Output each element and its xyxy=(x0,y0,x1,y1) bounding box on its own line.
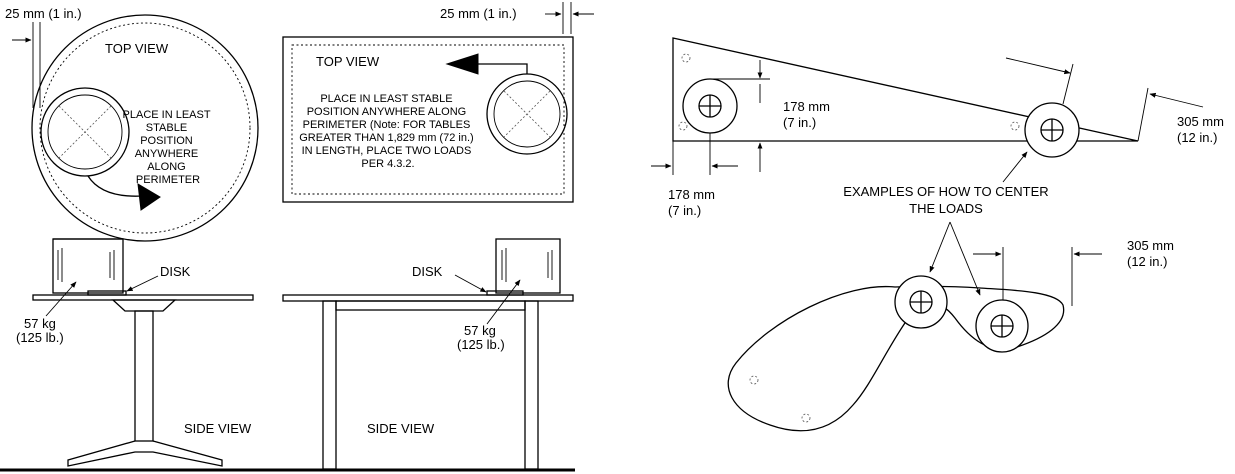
round-side-view-label: SIDE VIEW xyxy=(184,421,252,436)
rect-side-tabletop xyxy=(282,294,574,302)
irregular-table: 305 mm (12 in.) xyxy=(727,238,1174,432)
round-table-outline xyxy=(31,14,259,242)
rect-load-disk-inner xyxy=(493,80,561,148)
rect-side-apron xyxy=(335,300,526,311)
dim-305-bottom-in: (12 in.) xyxy=(1127,254,1167,269)
round-perimeter-arrow-shaft xyxy=(87,175,143,197)
rect-side-load-box xyxy=(495,238,561,294)
rect-load-kg: 57 kg xyxy=(464,323,496,338)
round-side-base xyxy=(67,440,223,467)
round-load-lb: (125 lb.) xyxy=(16,330,64,345)
triangular-table: 178 mm (7 in.) 178 mm (7 in.) 305 mm (12… xyxy=(651,37,1224,218)
round-load-kg: 57 kg xyxy=(24,316,56,331)
dim-305-bottom-mm: 305 mm xyxy=(1127,238,1174,253)
round-table-top-view: 25 mm (1 in.) TOP VIEW PLACE IN LEAST ST… xyxy=(5,6,259,242)
rect-side-view-label: SIDE VIEW xyxy=(367,421,435,436)
rect-top-view-label: TOP VIEW xyxy=(316,54,380,69)
round-disk-label: DISK xyxy=(160,264,191,279)
rect-direction-arrowhead xyxy=(445,53,479,75)
round-side-pedestal xyxy=(134,310,154,442)
round-side-tabletop xyxy=(32,294,254,301)
round-table-inner-perimeter xyxy=(39,22,251,234)
round-load-disk-inner xyxy=(47,94,123,170)
round-dim-label: 25 mm (1 in.) xyxy=(5,6,82,21)
rect-side-leg-left xyxy=(322,300,337,470)
round-instruction-text: PLACE IN LEAST STABLE POSITION ANYWHERE … xyxy=(123,109,214,186)
center-label-line1: EXAMPLES OF HOW TO CENTER xyxy=(843,184,1048,199)
rect-table-inner-perimeter xyxy=(291,44,565,195)
dim-305-top-in: (12 in.) xyxy=(1177,130,1217,145)
rect-table-side-view: DISK 57 kg (125 lb.) SIDE VIEW xyxy=(282,238,574,470)
rect-instruction-text: PLACE IN LEAST STABLE POSITION ANYWHERE … xyxy=(299,93,476,170)
dim-305-top-mm: 305 mm xyxy=(1177,114,1224,129)
rect-load-lb: (125 lb.) xyxy=(457,337,505,352)
round-perimeter-arrowhead xyxy=(137,183,161,211)
rect-side-leg-right xyxy=(524,300,539,470)
round-side-load-box xyxy=(52,238,124,294)
round-top-view-label: TOP VIEW xyxy=(105,41,169,56)
dim-178-inner-mm: 178 mm xyxy=(783,99,830,114)
round-load-disk-outer xyxy=(40,87,130,177)
rect-disk-label: DISK xyxy=(412,264,443,279)
dim-178-outer-mm: 178 mm xyxy=(668,187,715,202)
center-loads-callout: EXAMPLES OF HOW TO CENTER THE LOADS xyxy=(843,151,1049,296)
round-side-apron xyxy=(111,299,177,312)
rect-dim-label: 25 mm (1 in.) xyxy=(440,6,517,21)
dim-178-inner-in: (7 in.) xyxy=(783,115,816,130)
round-table-side-view: DISK 57 kg (125 lb.) SIDE VIEW xyxy=(0,238,575,472)
rect-table-top-view: 25 mm (1 in.) TOP VIEW PLACE IN LEAST ST… xyxy=(282,2,594,203)
triangle-outline xyxy=(672,37,1139,142)
dim-178-outer-in: (7 in.) xyxy=(668,203,701,218)
center-label-line2: THE LOADS xyxy=(909,201,983,216)
rect-table-outline xyxy=(282,36,574,203)
